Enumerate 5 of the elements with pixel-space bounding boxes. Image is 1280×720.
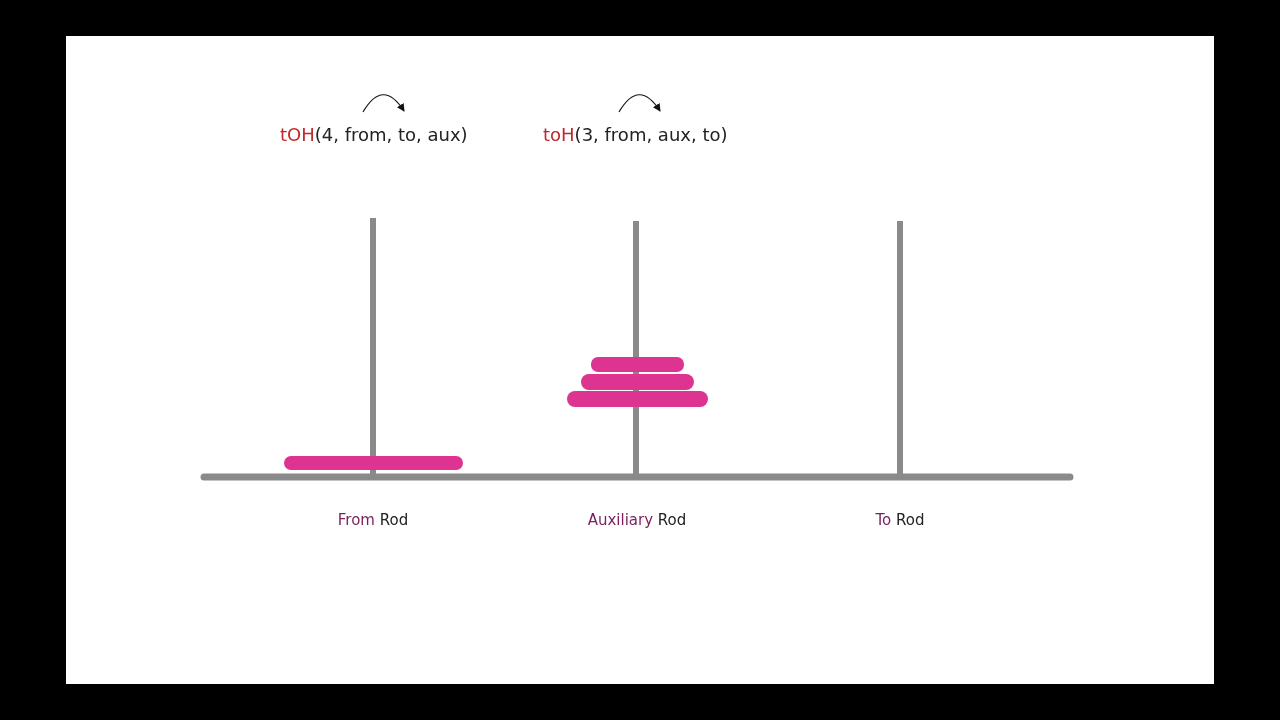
rod-label: To Rod xyxy=(875,511,925,529)
function-call-text: toH(3, from, aux, to) xyxy=(543,124,728,145)
rod-label: From Rod xyxy=(337,511,409,529)
function-call-text: tOH(4, from, to, aux) xyxy=(280,124,468,145)
rod-label: Auxiliary Rod xyxy=(587,511,687,529)
